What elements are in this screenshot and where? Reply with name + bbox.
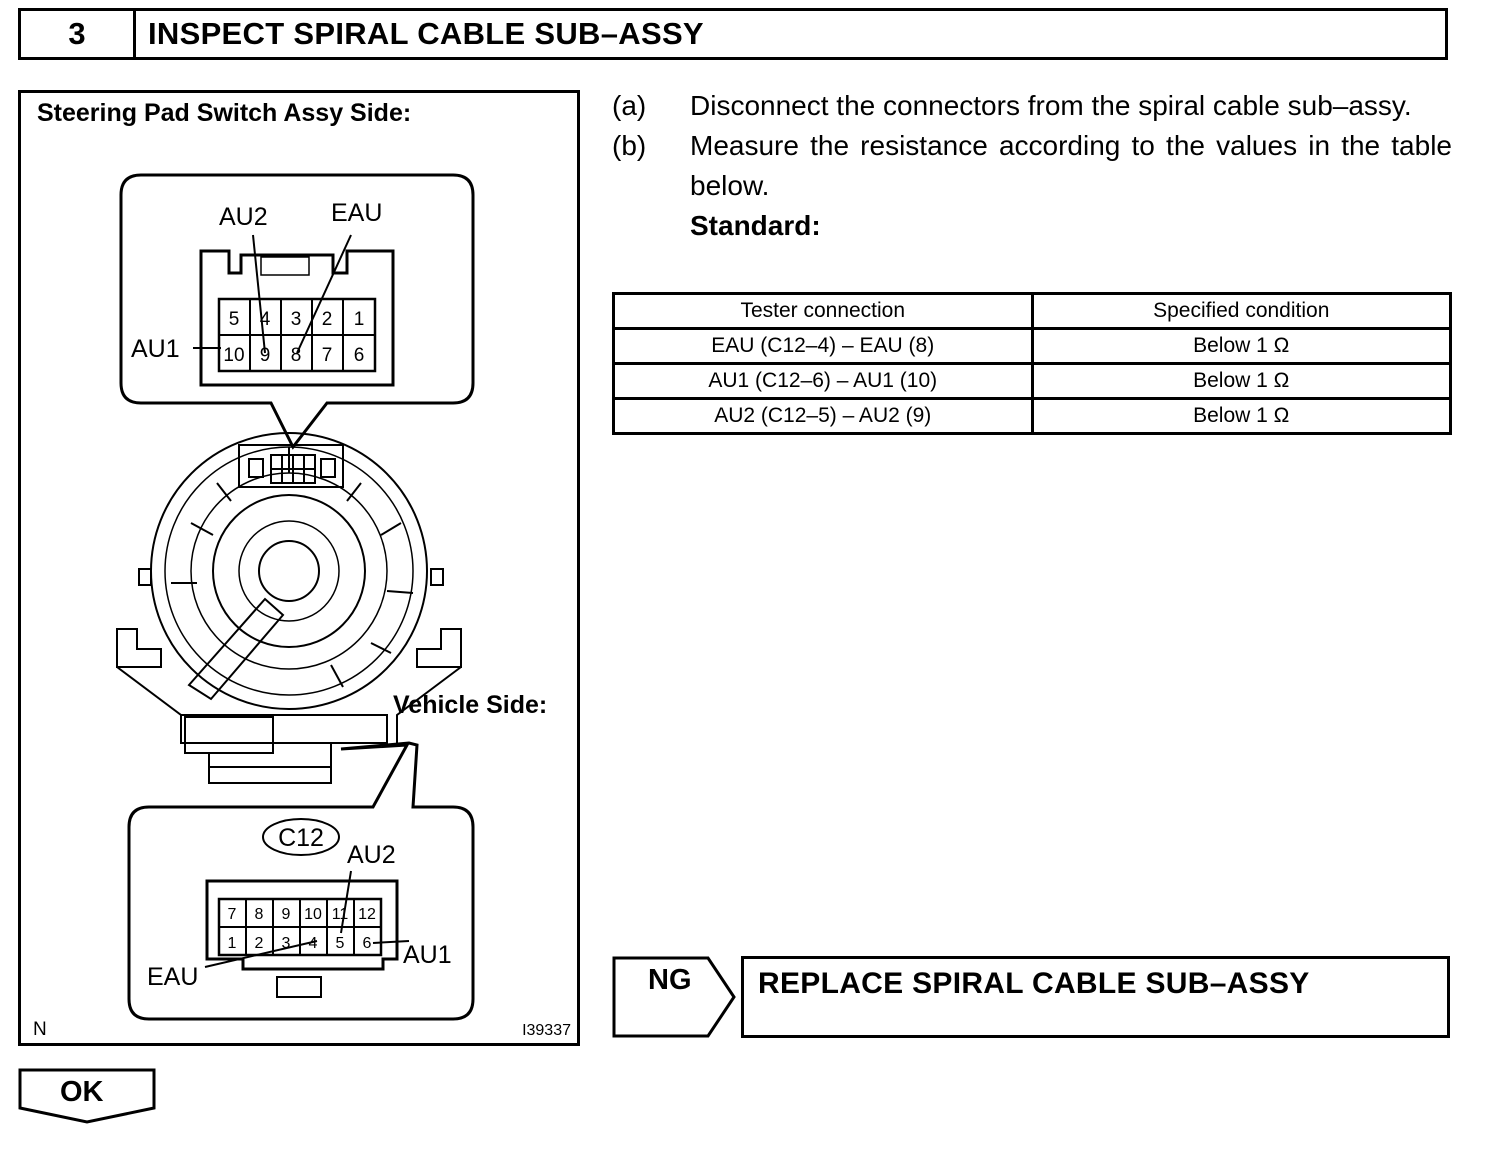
lower-pin: 1 [228, 935, 237, 952]
step-label: (b) [612, 130, 647, 161]
tester-connection-cell: AU2 (C12–5) – AU2 (9) [612, 397, 1034, 435]
upper-au2-label: AU2 [219, 203, 268, 231]
lower-au1-label: AU1 [403, 941, 452, 969]
pad-side-label: Steering Pad Switch Assy Side: [37, 99, 411, 127]
upper-pin: 2 [322, 309, 333, 330]
upper-pin: 8 [291, 345, 302, 366]
table-header-row: Tester connection Specified condition [612, 292, 1452, 330]
lower-pin: 5 [336, 935, 345, 952]
figure-code: I39337 [522, 1022, 571, 1039]
table-row: AU2 (C12–5) – AU2 (9) Below 1 Ω [612, 397, 1452, 435]
lower-pin: 6 [363, 935, 372, 952]
ok-label: OK [60, 1076, 104, 1108]
step-text: Disconnect the connectors from the spira… [690, 90, 1412, 121]
lower-pin: 7 [228, 906, 237, 923]
ng-arrow-box [612, 956, 736, 1038]
upper-pin: 4 [260, 309, 271, 330]
column-header: Specified condition [1030, 292, 1452, 330]
upper-pin: 7 [322, 345, 333, 366]
column-header: Tester connection [612, 292, 1034, 330]
lower-pin: 2 [255, 935, 264, 952]
specified-condition-cell: Below 1 Ω [1030, 362, 1452, 400]
step-header: 3 INSPECT SPIRAL CABLE SUB–ASSY [18, 8, 1448, 60]
step-text: Measure the resistance according to the … [690, 130, 1452, 201]
lower-eau-label: EAU [147, 963, 198, 991]
step-a: (a) Disconnect the connectors from the s… [612, 86, 1452, 126]
table-row: EAU (C12–4) – EAU (8) Below 1 Ω [612, 327, 1452, 365]
lower-pin: 3 [282, 935, 291, 952]
step-number: 3 [21, 11, 136, 57]
connector-illustration: Steering Pad Switch Assy Side: Vehicle S… [18, 90, 580, 1046]
lower-pin: 12 [358, 906, 376, 923]
upper-au1-label: AU1 [131, 335, 180, 363]
step-label: (a) [612, 90, 647, 121]
lower-pin: 9 [282, 906, 291, 923]
upper-pin: 1 [354, 309, 365, 330]
lower-pin: 11 [332, 906, 349, 923]
upper-pin: 3 [291, 309, 302, 330]
tester-connection-cell: EAU (C12–4) – EAU (8) [612, 327, 1034, 365]
upper-pin: 9 [260, 345, 271, 366]
upper-eau-label: EAU [331, 199, 382, 227]
lower-pin: 4 [309, 935, 318, 952]
connector-id-c12: C12 [278, 824, 324, 852]
tester-connection-cell: AU1 (C12–6) – AU1 (10) [612, 362, 1034, 400]
lower-au2-label: AU2 [347, 841, 396, 869]
table-row: AU1 (C12–6) – AU1 (10) Below 1 Ω [612, 362, 1452, 400]
standard-label: Standard: [690, 210, 821, 241]
upper-pin: 5 [229, 309, 240, 330]
vehicle-side-label: Vehicle Side: [393, 691, 547, 719]
corner-letter: N [33, 1019, 47, 1040]
resistance-spec-table: Tester connection Specified condition EA… [612, 292, 1452, 435]
ng-label: NG [648, 964, 692, 996]
specified-condition-cell: Below 1 Ω [1030, 397, 1452, 435]
spiral-cable-diagram: Steering Pad Switch Assy Side: Vehicle S… [33, 99, 571, 1040]
specified-condition-cell: Below 1 Ω [1030, 327, 1452, 365]
ng-action-box: REPLACE SPIRAL CABLE SUB–ASSY [741, 956, 1450, 1038]
step-title: INSPECT SPIRAL CABLE SUB–ASSY [148, 16, 704, 51]
upper-pin: 6 [354, 345, 365, 366]
ok-arrow-box [18, 1068, 156, 1124]
step-b: (b) Measure the resistance according to … [612, 126, 1452, 206]
lower-pin: 8 [255, 906, 264, 923]
upper-pin: 10 [223, 345, 244, 366]
lower-pin: 10 [304, 906, 322, 923]
instruction-steps: (a) Disconnect the connectors from the s… [612, 86, 1452, 246]
